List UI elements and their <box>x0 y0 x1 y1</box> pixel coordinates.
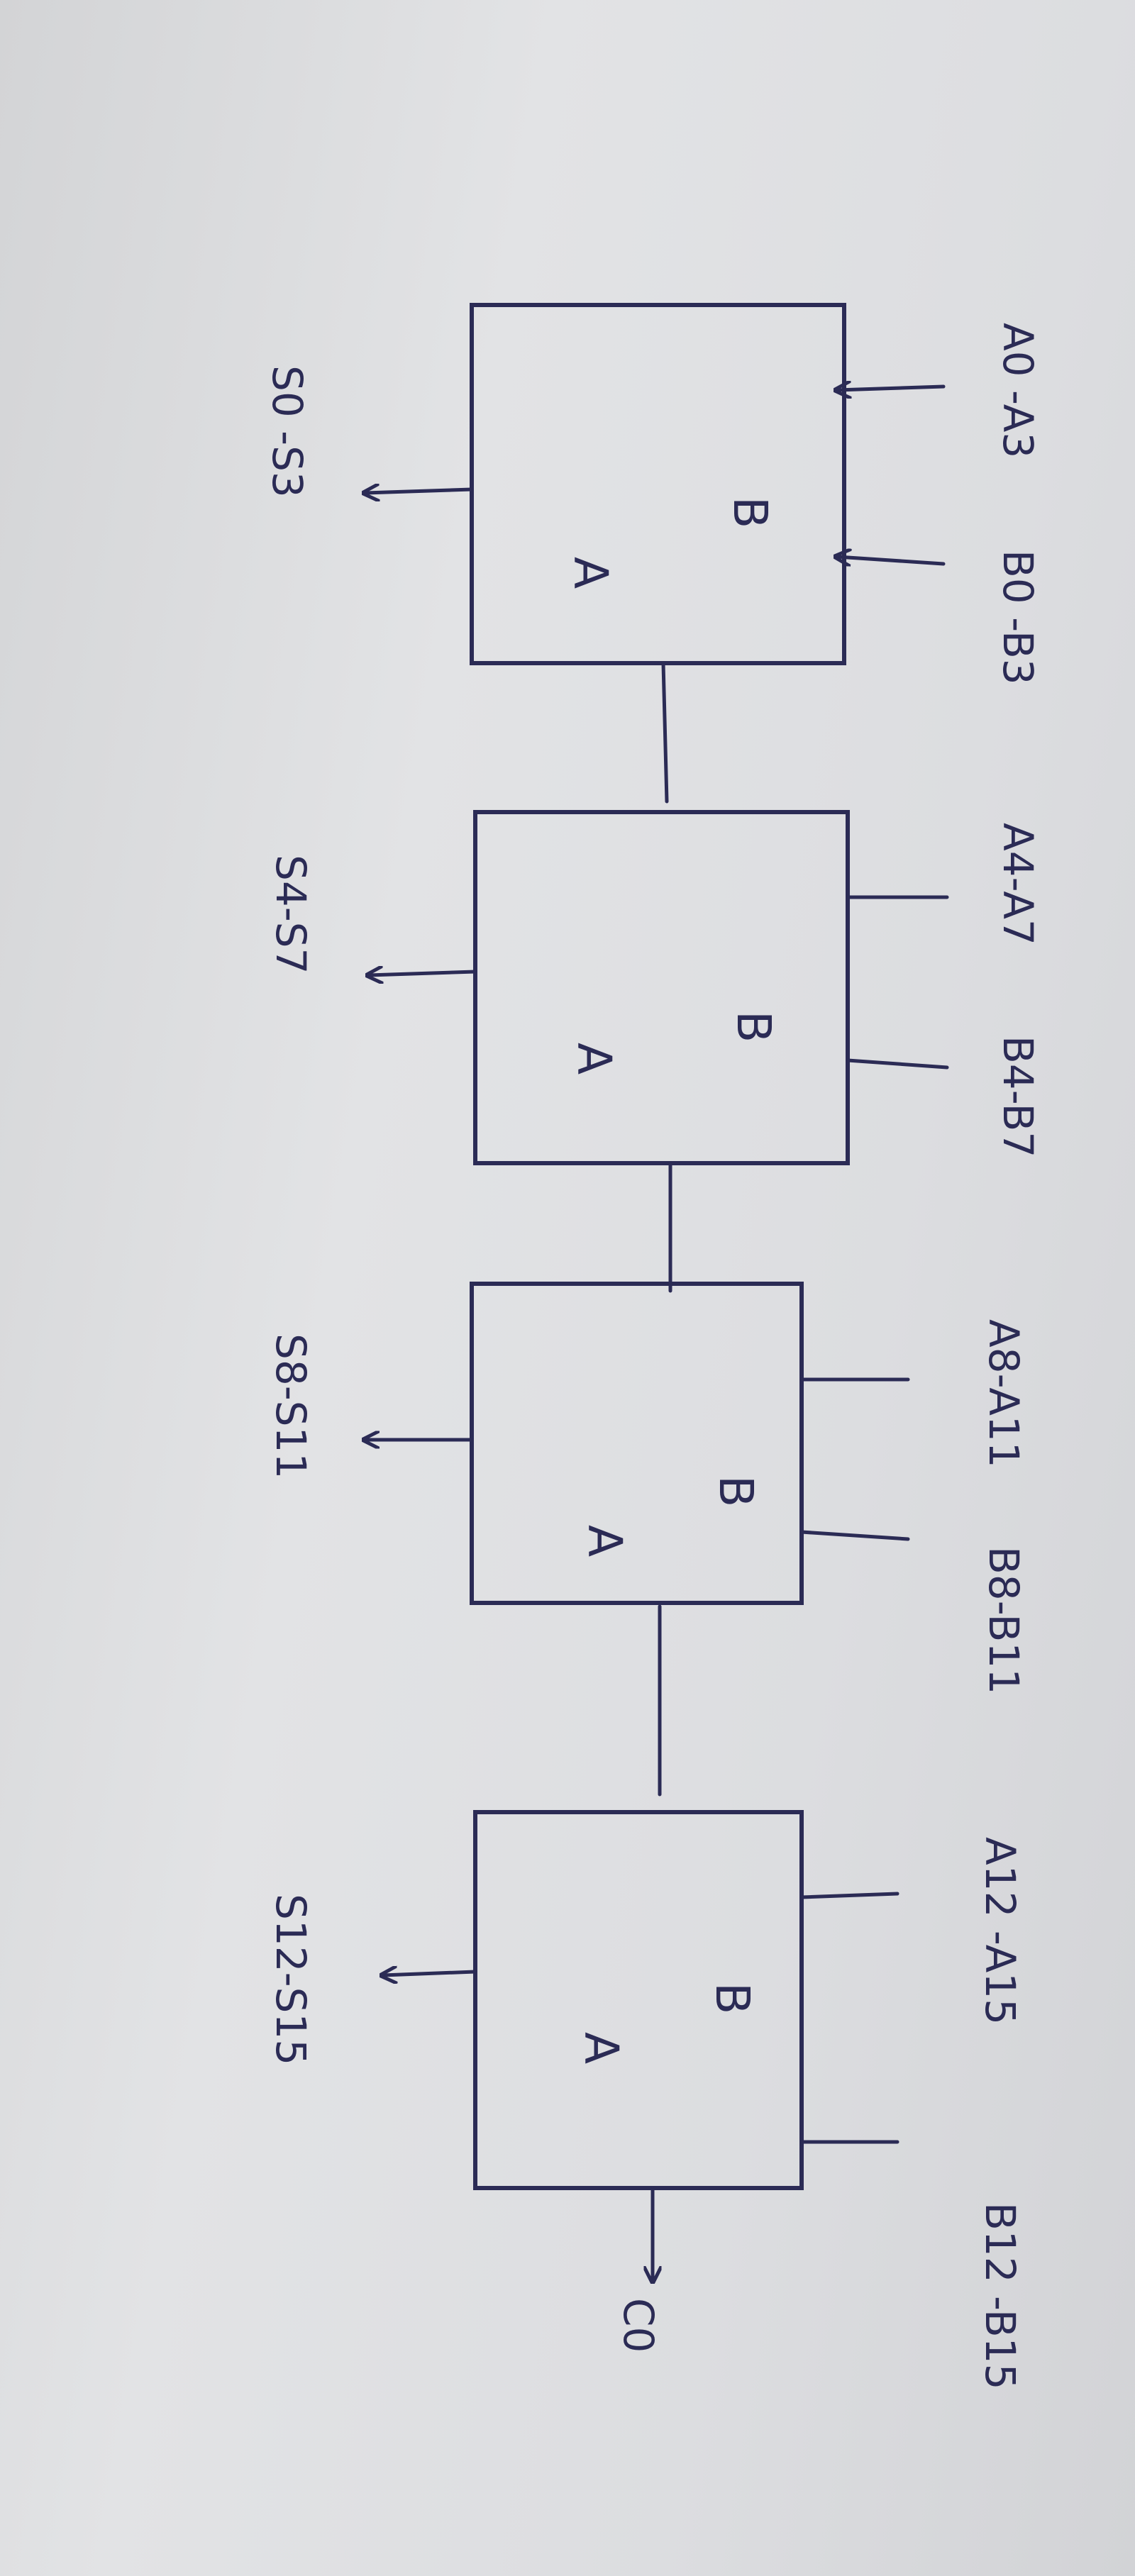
adder-block-2: A4-A7 B4-B7 B A S4-S7 <box>267 810 1042 1165</box>
port-b-label-2: B <box>726 1011 781 1043</box>
adder-box-4 <box>473 1810 804 2190</box>
inputs-a-label-1: A0 -A3 <box>994 323 1042 458</box>
carry-wire-1 <box>661 661 669 804</box>
adder-block-3: A8-A11 B8-B11 B A S8-S11 <box>267 1282 1028 1694</box>
inputs-a-label-4: A12 -A15 <box>976 1837 1024 2025</box>
port-a-label-1: A <box>563 557 618 589</box>
sum-wire-4 <box>383 1972 477 1975</box>
input-a-wire-1 <box>837 387 946 390</box>
sum-label-4: S12-S15 <box>267 1894 315 2065</box>
adder-box-3 <box>470 1282 804 1605</box>
input-a-wire-4 <box>799 1892 899 1899</box>
adder-block-4: A12 -A15 B12 -B15 B A S12-S15 C0 <box>267 1810 1024 2389</box>
inputs-b-label-3: B8-B11 <box>980 1546 1028 1694</box>
sum-wire-1 <box>365 489 474 493</box>
adder-box-1 <box>470 303 846 665</box>
inputs-a-label-3: A8-A11 <box>980 1319 1028 1468</box>
inputs-b-label-4: B12 -B15 <box>976 2202 1024 2389</box>
port-a-label-3: A <box>577 1525 632 1557</box>
port-b-label-1: B <box>723 496 777 528</box>
input-b-wire-1 <box>837 557 946 564</box>
input-b-wire-3 <box>799 1530 910 1541</box>
port-a-label-4: A <box>574 2032 629 2064</box>
sum-wire-2 <box>369 972 477 975</box>
sum-label-2: S4-S7 <box>267 855 315 974</box>
port-a-label-2: A <box>567 1043 621 1075</box>
inputs-b-label-1: B0 -B3 <box>994 550 1042 685</box>
adder-box-2 <box>473 810 850 1165</box>
port-b-label-4: B <box>705 1982 760 2014</box>
sum-label-1: S0 -S3 <box>263 365 311 498</box>
inputs-a-label-2: A4-A7 <box>994 823 1042 945</box>
adder-block-1: A0 -A3 B0 -B3 B A S0 -S3 <box>263 303 1042 685</box>
carry-out-label: C0 <box>614 2298 663 2353</box>
port-b-label-3: B <box>709 1475 763 1507</box>
input-b-wire-2 <box>846 1058 949 1070</box>
inputs-b-label-2: B4-B7 <box>994 1036 1042 1157</box>
sum-label-3: S8-S11 <box>267 1333 315 1479</box>
